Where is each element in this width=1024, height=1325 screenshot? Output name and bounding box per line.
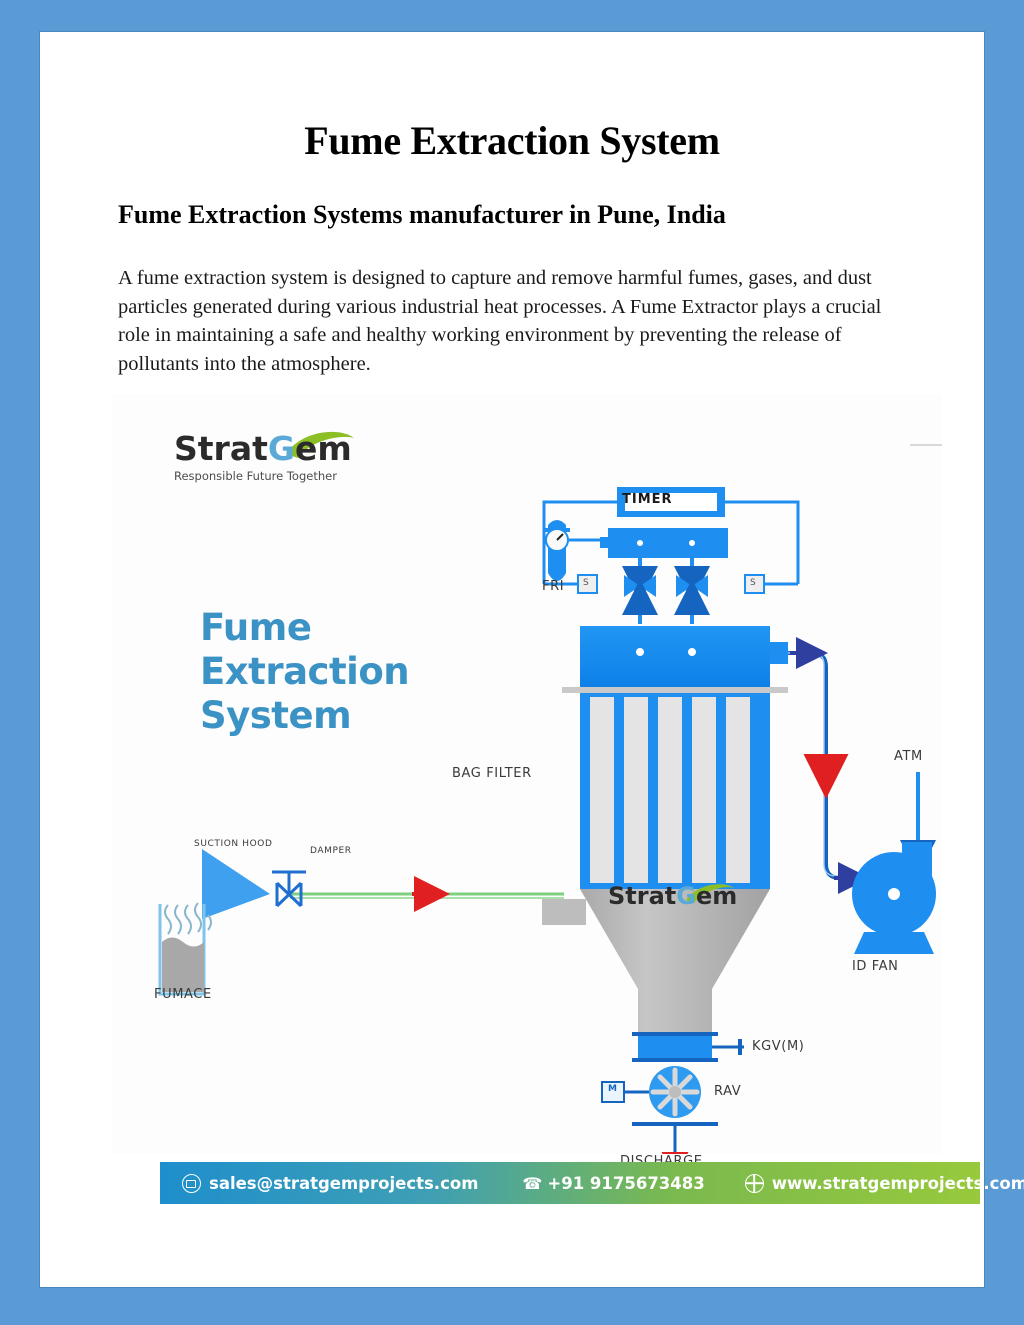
solenoid-left	[577, 574, 598, 594]
mail-icon	[182, 1173, 201, 1193]
furnace	[158, 902, 212, 996]
label-atm: ATM	[894, 749, 923, 764]
hopper-cone	[542, 889, 770, 1034]
label-suction-hood: SUCTION HOOD	[194, 839, 273, 849]
tube-sheet-line	[562, 687, 788, 693]
suction-hood	[202, 849, 270, 919]
logo-tagline: Responsible Future Together	[174, 469, 337, 483]
solenoid-right	[744, 574, 765, 594]
label-kgv: KGV(M)	[752, 1039, 805, 1054]
footer-website[interactable]: www.stratgemprojects.com	[744, 1173, 1024, 1193]
page-title: Fume Extraction System	[304, 118, 720, 163]
timer-wiring	[542, 500, 800, 586]
timer-block	[617, 487, 725, 517]
diagram-top-rule	[910, 444, 942, 446]
fume-wisps-icon	[164, 902, 212, 935]
schematic-svg	[158, 487, 936, 1154]
logo-part-3: em	[294, 429, 352, 468]
footer-website-text: www.stratgemprojects.com	[771, 1173, 1024, 1193]
label-timer: TIMER	[622, 492, 673, 507]
label-solenoid-left: S	[583, 578, 590, 588]
diagram-headline: Fume Extraction System	[200, 606, 410, 737]
pulse-valve-left	[622, 575, 658, 624]
bag-filter-plenum	[580, 626, 788, 688]
id-fan	[852, 772, 936, 954]
phone-icon: ☎	[522, 1173, 543, 1193]
air-header-manifold	[600, 528, 728, 602]
rav-rotary-valve	[601, 1066, 701, 1118]
watermark-logo: StratGem	[608, 884, 737, 908]
bag-filter-body	[580, 693, 770, 889]
watermark-swoosh-icon	[686, 884, 734, 903]
outlet-pipe	[788, 637, 870, 894]
watermark-part-2: G	[676, 882, 696, 910]
watermark-part-3: em	[695, 882, 738, 910]
label-rav: RAV	[714, 1084, 742, 1099]
discharge-outlet	[632, 1122, 718, 1154]
document-page: Fume Extraction System Fume Extraction S…	[40, 32, 1024, 1287]
intro-paragraph: A fume extraction system is designed to …	[118, 267, 882, 375]
logo-part-2: G	[267, 429, 295, 468]
footer-email[interactable]: sales@stratgemprojects.com	[182, 1173, 479, 1193]
footer-phone[interactable]: ☎ +91 9175673483	[522, 1174, 704, 1193]
label-rav-motor: M	[608, 1084, 618, 1094]
damper-valve	[272, 870, 306, 908]
pulse-valve-right	[674, 575, 710, 624]
fri-gauge	[544, 520, 617, 581]
label-furnace: FUMACE	[154, 987, 212, 1002]
kgv-valve	[632, 1032, 744, 1062]
label-bag-filter: BAG FILTER	[452, 766, 532, 781]
footer-email-text: sales@stratgemprojects.com	[209, 1173, 479, 1193]
logo-part-1: Strat	[174, 429, 268, 468]
globe-icon	[744, 1173, 764, 1193]
inlet-duct	[290, 876, 564, 912]
logo-swoosh-icon	[286, 431, 354, 458]
label-fri: FRI	[542, 579, 565, 594]
label-solenoid-right: S	[750, 578, 757, 588]
watermark-part-1: Strat	[608, 882, 677, 910]
footer-phone-text: +91 9175673483	[547, 1173, 705, 1193]
contact-footer-bar: sales@stratgemprojects.com ☎ +91 9175673…	[160, 1162, 1024, 1204]
label-id-fan: ID FAN	[852, 959, 899, 974]
page-subtitle: Fume Extraction Systems manufacturer in …	[118, 200, 726, 229]
fume-extraction-diagram: StratGem Responsible Future Together Fum…	[112, 394, 1024, 1204]
stratgem-logo: StratGem Responsible Future Together	[174, 429, 354, 483]
label-damper: DAMPER	[310, 846, 352, 856]
